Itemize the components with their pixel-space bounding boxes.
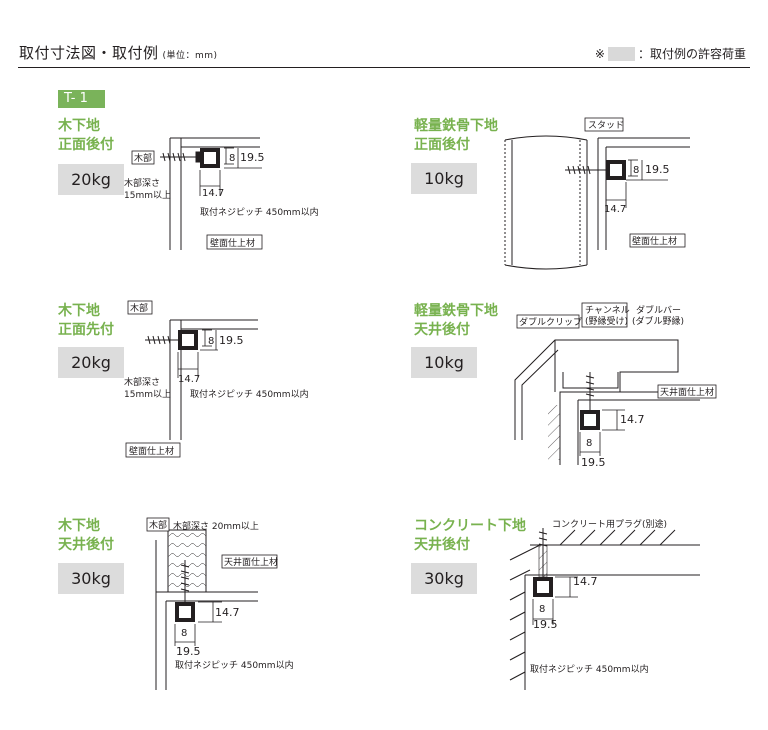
dim-text: 14.7 — [620, 413, 645, 426]
rail-profile — [606, 160, 626, 180]
label-box — [221, 554, 278, 569]
label-depth-2: 15mm以上 — [124, 389, 171, 400]
label-depth: 木部深さ 20mm以上 — [173, 520, 259, 532]
rail-profile — [175, 602, 195, 622]
dim-text: 8 — [539, 604, 545, 615]
label-box — [629, 233, 686, 248]
label-pitch: 取付ネジピッチ 450mm以内 — [175, 659, 294, 671]
label-box — [131, 150, 155, 165]
load-badge-wood-front-pre: 20kg — [58, 347, 124, 378]
label-box — [657, 384, 717, 399]
diagram-wood-front-pre: 8 19.5 14.7 木部 木部深さ 15mm以上 取付ネジピッチ 450mm… — [124, 300, 309, 458]
label-finish: 天井面仕上材 — [224, 556, 278, 568]
label-bar-1: ダブルバー — [636, 304, 681, 316]
legend-swatch — [607, 46, 635, 61]
label-plug: コンクリート用プラグ(別途) — [552, 518, 667, 530]
label-finish: 壁面仕上材 — [210, 237, 255, 249]
rail-profile — [178, 330, 198, 350]
unit-note: (単位：mm) — [162, 51, 218, 61]
screw-icon — [565, 165, 610, 175]
page-title-text: 取付寸法図・取付例 — [19, 44, 159, 62]
load-badge-wood-front-post: 20kg — [58, 164, 124, 195]
dim-text: 19.5 — [645, 163, 670, 176]
label-finish: 天井面仕上材 — [660, 386, 714, 398]
rail-profile — [200, 148, 220, 168]
label-depth-2: 15mm以上 — [124, 190, 171, 201]
load-badge-wood-ceiling: 30kg — [58, 563, 124, 594]
label-box — [516, 314, 580, 329]
load-badge-steel-ceiling: 10kg — [411, 347, 477, 378]
load-badge-concrete-ceiling: 30kg — [411, 563, 477, 594]
label-box — [206, 234, 263, 250]
dim-text: 8 — [633, 165, 639, 176]
diagram-concrete-ceiling: 14.7 8 19.5 コンクリート用プラグ(別途) 取付ネジピッチ 450mm… — [509, 518, 700, 690]
diagram-steel-ceiling: 14.7 8 19.5 ダブルクリップ チャンネル (野縁受け) ダブルバー (… — [514, 302, 717, 469]
header-rule — [18, 67, 750, 68]
load-legend: ※ ：取付例の許容荷重 — [595, 45, 746, 62]
label-pitch: 取付ネジピッチ 450mm以内 — [530, 663, 649, 675]
label-base: 木部 — [134, 152, 152, 164]
label-finish: 壁面仕上材 — [632, 235, 677, 247]
rail-profile — [533, 577, 553, 597]
section-title-steel-ceiling: 軽量鉄骨下地 天井後付 — [414, 303, 498, 338]
label-box — [581, 302, 628, 328]
section-title-wood-front-pre: 木下地 正面先付 — [58, 303, 114, 338]
dim-text: 8 — [586, 438, 592, 449]
dim-text: 19.5 — [176, 645, 201, 658]
rail-profile — [580, 410, 600, 430]
dimension-lines — [199, 147, 262, 196]
dim-text: 19.5 — [581, 456, 606, 469]
label-clip: ダブルクリップ — [519, 316, 582, 328]
dim-text: 14.7 — [215, 606, 240, 619]
model-tag: T- 1 — [58, 90, 105, 108]
dim-text: 19.5 — [533, 618, 558, 631]
label-box — [125, 442, 181, 458]
legend-mark: ※ — [594, 46, 605, 61]
diagram-steel-front: 8 19.5 14.7 スタッド 壁面仕上材 — [504, 117, 690, 270]
section-title-steel-front: 軽量鉄骨下地 正面後付 — [414, 118, 498, 153]
screw-icon — [160, 151, 201, 163]
label-depth-1: 木部深さ — [124, 376, 160, 388]
label-base: 木部 — [130, 302, 148, 314]
diagram-wood-ceiling: 14.7 8 19.5 木部 木部深さ 20mm以上 天井面仕上材 取付ネジピッ… — [146, 517, 294, 690]
load-badge-steel-front: 10kg — [411, 163, 477, 194]
screw-icon — [145, 335, 180, 345]
dim-text: 14.7 — [573, 575, 598, 588]
section-title-wood-ceiling: 木下地 天井後付 — [58, 518, 114, 553]
dim-text: 8 — [181, 628, 187, 639]
label-finish: 壁面仕上材 — [129, 445, 174, 457]
label-base: 木部 — [149, 519, 167, 531]
dim-text: 14.7 — [178, 374, 200, 385]
label-box — [146, 517, 170, 532]
diagram-wood-front-post: 8 19.5 14.7 木部 木部深さ 15mm以上 取付ネジピッチ 450mm… — [124, 137, 319, 250]
label-box — [127, 300, 153, 315]
section-title-concrete-ceiling: コンクリート下地 天井後付 — [414, 518, 526, 553]
screw-icon — [538, 528, 548, 585]
wood-joist — [167, 529, 207, 593]
label-channel-1: チャンネル — [585, 305, 630, 316]
dim-text: 8 — [229, 153, 235, 164]
label-box — [584, 117, 624, 132]
dim-text: 8 — [208, 336, 214, 347]
dim-text: 14.7 — [604, 204, 626, 215]
label-base: スタッド — [588, 120, 624, 131]
wall-hatch — [548, 405, 560, 460]
label-depth-1: 木部深さ — [124, 177, 160, 189]
dim-text: 19.5 — [219, 334, 244, 347]
legend-text: ：取付例の許容荷重 — [637, 47, 746, 61]
label-pitch: 取付ネジピッチ 450mm以内 — [200, 206, 319, 218]
dim-text: 14.7 — [202, 188, 224, 199]
label-pitch: 取付ネジピッチ 450mm以内 — [190, 388, 309, 400]
page-title: 取付寸法図・取付例(単位：mm) — [19, 42, 218, 63]
section-title-wood-front-post: 木下地 正面後付 — [58, 118, 114, 153]
dim-text: 19.5 — [240, 151, 265, 164]
label-bar-2: (ダブル野縁) — [632, 315, 684, 327]
label-channel-2: (野縁受け) — [585, 315, 628, 327]
